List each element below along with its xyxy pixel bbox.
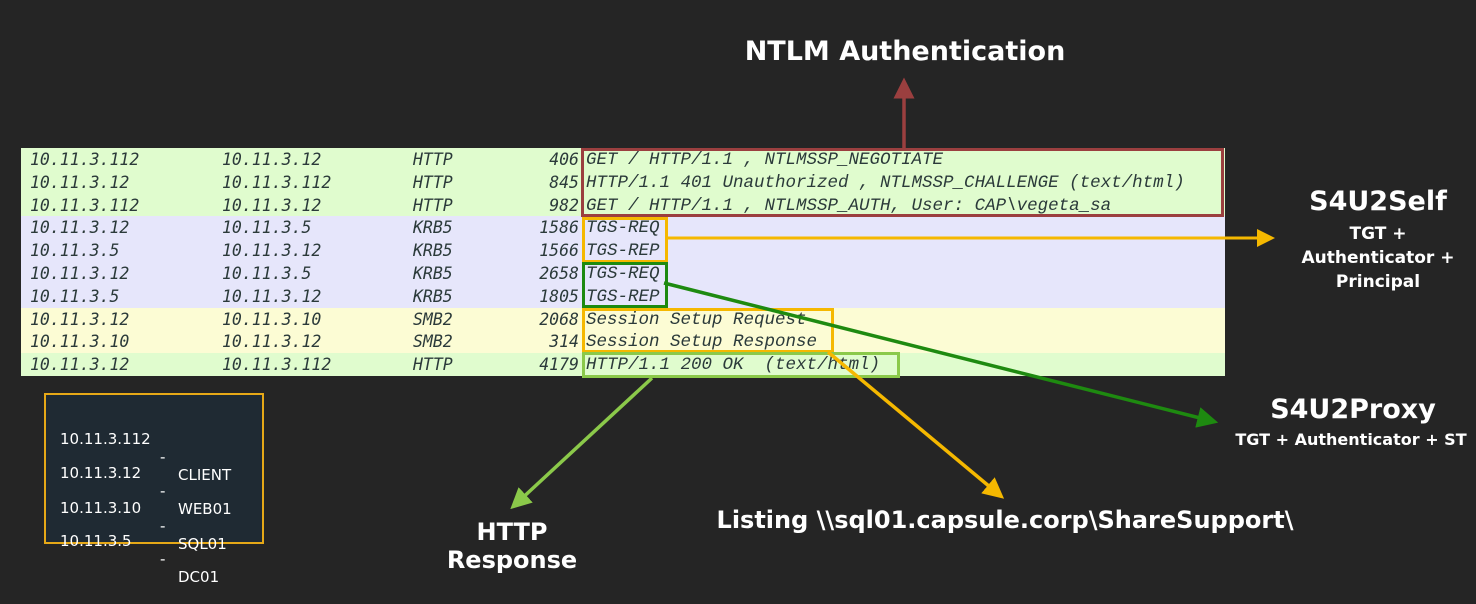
annotation-arrows: [510, 77, 1275, 510]
s4u2self-desc-line-1: TGT +: [1349, 224, 1407, 244]
packet-destination: 10.11.3.5: [222, 263, 312, 283]
packet-length: 982: [549, 195, 579, 215]
packet-destination: 10.11.3.12: [222, 150, 322, 169]
packet-protocol: HTTP: [413, 195, 453, 215]
packet-destination: 10.11.3.12: [222, 241, 322, 261]
packet-row[interactable]: 10.11.3.12 10.11.3.112 HTTP 845 HTTP/1.1…: [21, 170, 1225, 194]
http-response-highlight-box: [582, 352, 900, 378]
host-legend: 10.11.3.112 - CLIENT 10.11.3.12 - WEB01 …: [44, 393, 264, 586]
packet-destination: 10.11.3.12: [222, 286, 322, 306]
ntlm-authentication-label: NTLM Authentication: [744, 36, 1066, 67]
packet-info: TGS-REQ: [586, 218, 660, 239]
packet-length: 845: [549, 172, 579, 192]
http-response-arrow: [510, 376, 654, 510]
packet-source: 10.11.3.112: [30, 150, 140, 169]
packet-length: 314: [549, 332, 579, 352]
packet-info: Session Setup Response: [586, 332, 818, 353]
legend-item: 10.11.3.5 - DC01: [60, 514, 219, 604]
packet-source: 10.11.3.12: [30, 309, 130, 329]
legend-separator: -: [160, 550, 166, 568]
packet-protocol: KRB5: [413, 263, 453, 283]
packet-protocol: KRB5: [413, 218, 453, 238]
legend-ip: 10.11.3.5: [60, 532, 132, 550]
legend-separator: -: [160, 482, 166, 500]
s4u2self-title: S4U2Self: [1309, 186, 1447, 217]
packet-row[interactable]: 10.11.3.12 10.11.3.5 KRB5 2658 TGS-REQ: [21, 261, 1225, 285]
packet-info: TGS-REQ: [586, 263, 660, 284]
packet-row[interactable]: 10.11.3.112 10.11.3.12 HTTP 406 GET / HT…: [21, 148, 1225, 171]
share-listing-label: Listing \\sql01.capsule.corp\ShareSuppor…: [716, 506, 1294, 534]
packet-destination: 10.11.3.5: [222, 218, 312, 238]
packet-info: Session Setup Request: [586, 309, 807, 330]
packet-length: 2658: [539, 263, 579, 283]
packet-length: 1805: [539, 286, 579, 306]
legend-item: 10.11.3.112 - CLIENT: [60, 412, 231, 502]
packet-destination: 10.11.3.10: [222, 309, 322, 329]
packet-source: 10.11.3.12: [30, 355, 130, 375]
ntlm-highlight-box: [581, 148, 1224, 217]
packet-protocol: SMB2: [413, 309, 453, 329]
packet-length: 1566: [539, 241, 579, 261]
packet-length: 406: [549, 150, 579, 169]
packet-row[interactable]: 10.11.3.12 10.11.3.5 KRB5 1586 TGS-REQ: [21, 216, 1225, 240]
packet-protocol: HTTP: [413, 150, 453, 169]
packet-destination: 10.11.3.12: [222, 332, 322, 352]
packet-row[interactable]: 10.11.3.5 10.11.3.12 KRB5 1805 TGS-REP: [21, 284, 1225, 308]
legend-host: SQL01: [178, 535, 227, 553]
s4u2self-highlight-box: [582, 217, 668, 263]
packet-length: 4179: [539, 355, 579, 375]
packet-info: GET / HTTP/1.1 , NTLMSSP_AUTH, User: CAP…: [586, 195, 1112, 216]
packet-protocol: HTTP: [413, 355, 453, 375]
legend-ip: 10.11.3.10: [60, 499, 142, 517]
packet-row[interactable]: 10.11.3.12 10.11.3.112 HTTP 4179 HTTP/1.…: [21, 353, 1225, 376]
packet-source: 10.11.3.5: [30, 241, 120, 261]
legend-ip: 10.11.3.112: [60, 430, 151, 448]
s4u2self-desc-line-3: Principal: [1335, 272, 1421, 292]
packet-info: TGS-REP: [586, 286, 660, 307]
packet-info: GET / HTTP/1.1 , NTLMSSP_NEGOTIATE: [586, 150, 944, 170]
packet-source: 10.11.3.5: [30, 286, 120, 306]
packet-destination: 10.11.3.112: [222, 172, 332, 192]
legend-host: CLIENT: [178, 466, 232, 484]
legend-item: 10.11.3.12 - WEB01: [60, 446, 232, 536]
legend-separator: -: [160, 448, 166, 466]
packet-row[interactable]: 10.11.3.112 10.11.3.12 HTTP 982 GET / HT…: [21, 193, 1225, 217]
packet-protocol: HTTP: [413, 172, 453, 192]
legend-ip: 10.11.3.12: [60, 464, 142, 482]
legend-host: DC01: [178, 568, 220, 586]
legend-host: WEB01: [178, 500, 232, 518]
packet-protocol: KRB5: [413, 241, 453, 261]
packet-length: 2068: [539, 309, 579, 329]
packet-info: TGS-REP: [586, 241, 660, 262]
smb-highlight-box: [582, 308, 834, 353]
smb-arrow: [826, 350, 1005, 499]
packet-row[interactable]: 10.11.3.12 10.11.3.10 SMB2 2068 Session …: [21, 307, 1225, 331]
s4u2proxy-desc: TGT + Authenticator + ST: [1235, 430, 1467, 449]
packet-row[interactable]: 10.11.3.5 10.11.3.12 KRB5 1566 TGS-REP: [21, 239, 1225, 262]
packet-protocol: KRB5: [413, 286, 453, 306]
packet-destination: 10.11.3.112: [222, 355, 332, 375]
legend-separator: -: [160, 517, 166, 535]
http-response-label: HTTP Response: [446, 518, 578, 574]
packet-source: 10.11.3.12: [30, 172, 130, 192]
packet-source: 10.11.3.12: [30, 218, 130, 238]
packet-length: 1586: [539, 218, 579, 238]
packet-source: 10.11.3.10: [30, 332, 130, 352]
s4u2proxy-title: S4U2Proxy: [1270, 394, 1436, 425]
packet-info: HTTP/1.1 401 Unauthorized , NTLMSSP_CHAL…: [586, 172, 1185, 193]
packet-source: 10.11.3.12: [30, 263, 130, 283]
s4u2self-desc-line-2: Authenticator +: [1301, 248, 1455, 268]
packet-source: 10.11.3.112: [30, 195, 140, 215]
packet-protocol: SMB2: [413, 332, 453, 352]
legend-item: 10.11.3.10 - SQL01: [60, 481, 227, 571]
packet-destination: 10.11.3.12: [222, 195, 322, 215]
s4u2proxy-arrow: [663, 281, 1219, 428]
